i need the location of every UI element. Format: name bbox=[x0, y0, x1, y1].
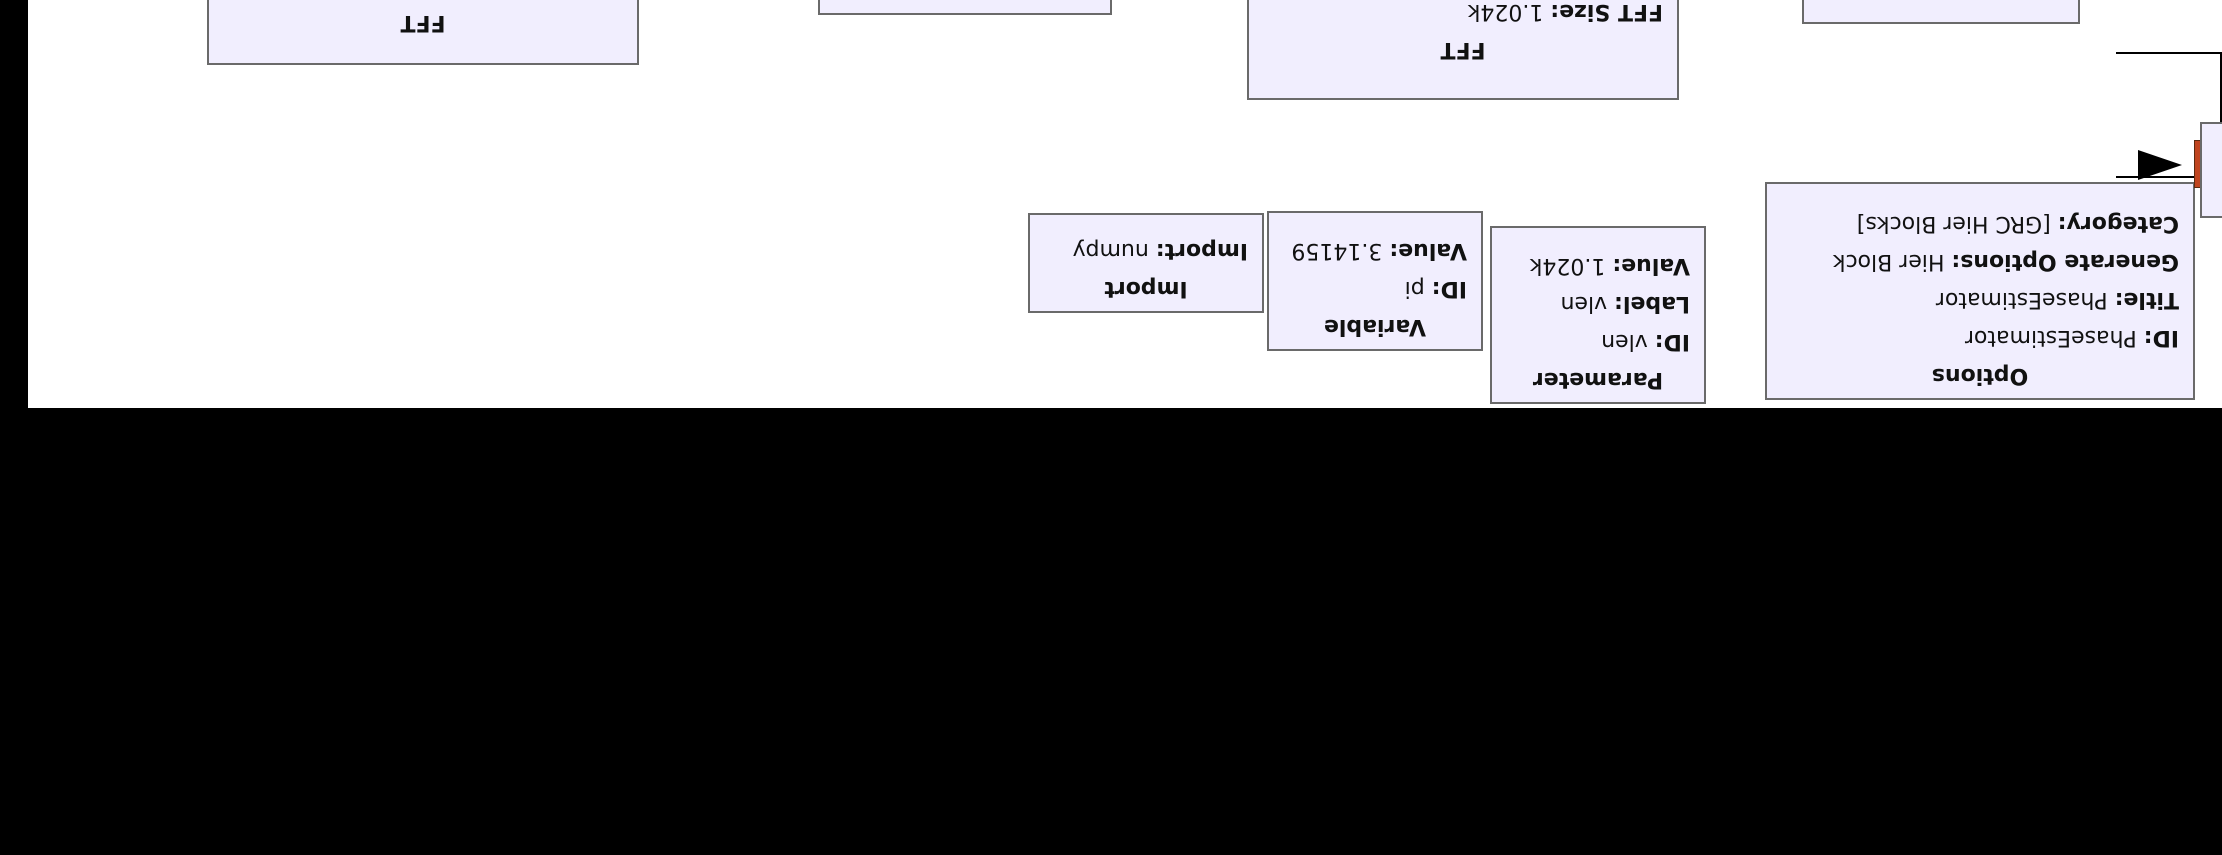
param-id: ID: PhaseEstimator bbox=[1964, 325, 2179, 350]
param-category: Category: [GRC Hier Blocks] bbox=[1856, 211, 2179, 236]
param-id: ID: pi bbox=[1404, 276, 1467, 301]
param-import: Import: numpy bbox=[1072, 238, 1248, 263]
block-title: Import bbox=[1104, 276, 1188, 301]
import-block[interactable]: Import Import: numpy bbox=[1028, 213, 1264, 313]
variable-block[interactable]: Variable ID: pi Value: 3.14159 bbox=[1267, 211, 1483, 351]
options-block[interactable]: Options ID: PhaseEstimator Title: PhaseE… bbox=[1765, 182, 2195, 400]
block-title: Parameter bbox=[1532, 367, 1664, 392]
param-value: Value: 3.14159 bbox=[1291, 238, 1467, 263]
flowgraph-content: Options ID: PhaseEstimator Title: PhaseE… bbox=[28, 0, 2222, 408]
partial-block[interactable] bbox=[818, 0, 1112, 15]
fft-block-1[interactable]: FFT FFT Size: 1.024k bbox=[1247, 0, 1679, 100]
fft-block-2[interactable]: FFT bbox=[207, 0, 639, 65]
param-fft-size: FFT Size: 1.024k bbox=[1467, 0, 1663, 24]
param-label: Label: vlen bbox=[1560, 291, 1691, 316]
block-title: Variable bbox=[1323, 314, 1427, 339]
flowgraph-canvas[interactable]: Options ID: PhaseEstimator Title: PhaseE… bbox=[28, 0, 2222, 408]
param-id: ID: vlen bbox=[1601, 329, 1690, 354]
right-edge-block[interactable] bbox=[2200, 122, 2222, 218]
param-title: Title: PhaseEstimator bbox=[1935, 287, 2179, 312]
arrow-icon bbox=[2138, 150, 2182, 180]
block-title: Options bbox=[1931, 363, 2029, 388]
parameter-block[interactable]: Parameter ID: vlen Label: vlen Value: 1.… bbox=[1490, 226, 1706, 404]
partial-block-top[interactable] bbox=[1802, 0, 2080, 24]
block-title: FFT bbox=[400, 10, 446, 35]
param-value: Value: 1.024k bbox=[1529, 253, 1690, 278]
block-title: FFT bbox=[1440, 37, 1486, 62]
param-generate-options: Generate Options: Hier Block bbox=[1832, 249, 2179, 274]
